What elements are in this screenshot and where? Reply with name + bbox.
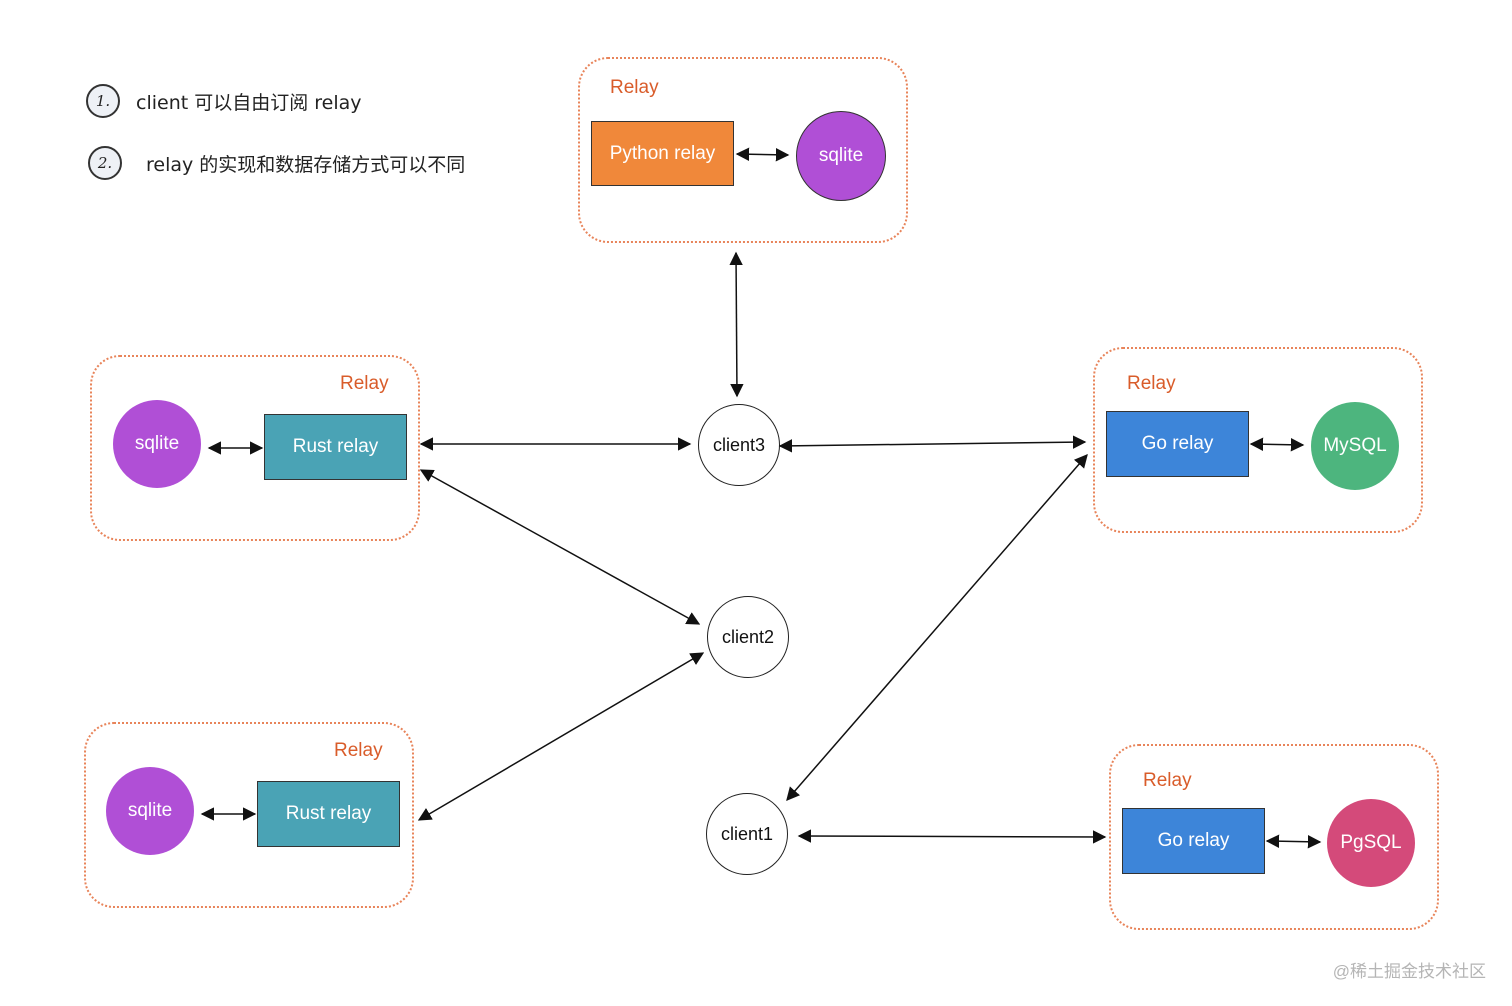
relay-group-rust-1: Relay (90, 355, 420, 541)
arrow-python-relay-sqlite (735, 147, 790, 162)
relay-group-go-pgsql: Relay (1109, 744, 1439, 930)
note-1-number: 1. (86, 84, 120, 118)
note-1: 1. client 可以自由订阅 relay (86, 84, 362, 118)
client2-node[interactable]: client2 (707, 596, 789, 678)
arrow-rust-group-2-client2 (417, 652, 705, 821)
relay-group-go-pgsql-label: Relay (1143, 770, 1192, 791)
arrow-go-mysql-group-client1 (786, 453, 1088, 802)
note-1-text: client 可以自由订阅 relay (136, 91, 362, 114)
note-2-text: relay 的实现和数据存储方式可以不同 (146, 153, 466, 176)
python-relay-node[interactable]: Python relay (591, 121, 734, 186)
client1-node[interactable]: client1 (706, 793, 788, 875)
arrow-client3-go-mysql-group (778, 435, 1087, 453)
pgsql-node[interactable]: PgSQL (1327, 799, 1415, 887)
relay-group-rust-2: Relay (84, 722, 414, 908)
rust-relay-node-1[interactable]: Rust relay (264, 414, 407, 480)
mysql-node[interactable]: MySQL (1311, 402, 1399, 490)
note-2-number: 2. (88, 146, 122, 180)
sqlite-node-rust-2[interactable]: sqlite (106, 767, 194, 855)
sqlite-node-python[interactable]: sqlite (796, 111, 886, 201)
go-relay-node-pgsql[interactable]: Go relay (1122, 808, 1265, 874)
watermark: @稀土掘金技术社区 (1332, 962, 1486, 981)
client3-node[interactable]: client3 (698, 404, 780, 486)
relay-group-rust-2-label: Relay (334, 740, 383, 761)
note-2: 2. relay 的实现和数据存储方式可以不同 (88, 146, 465, 180)
relay-group-python: Relay (578, 57, 908, 243)
rust-relay-node-2[interactable]: Rust relay (257, 781, 400, 847)
arrow-client1-go-pgsql-group (797, 829, 1107, 844)
arrow-rust-group-1-client2 (419, 469, 701, 625)
relay-group-go-mysql-label: Relay (1127, 373, 1176, 394)
go-relay-node-mysql[interactable]: Go relay (1106, 411, 1249, 477)
relay-group-rust-1-label: Relay (340, 373, 389, 394)
relay-group-python-label: Relay (610, 77, 659, 98)
relay-group-go-mysql: Relay (1093, 347, 1423, 533)
arrow-go-relay-pgsql (1265, 834, 1322, 849)
arrow-go-relay-mysql (1249, 437, 1305, 452)
arrow-python-group-client3 (729, 251, 744, 398)
sqlite-node-rust-1[interactable]: sqlite (113, 400, 201, 488)
